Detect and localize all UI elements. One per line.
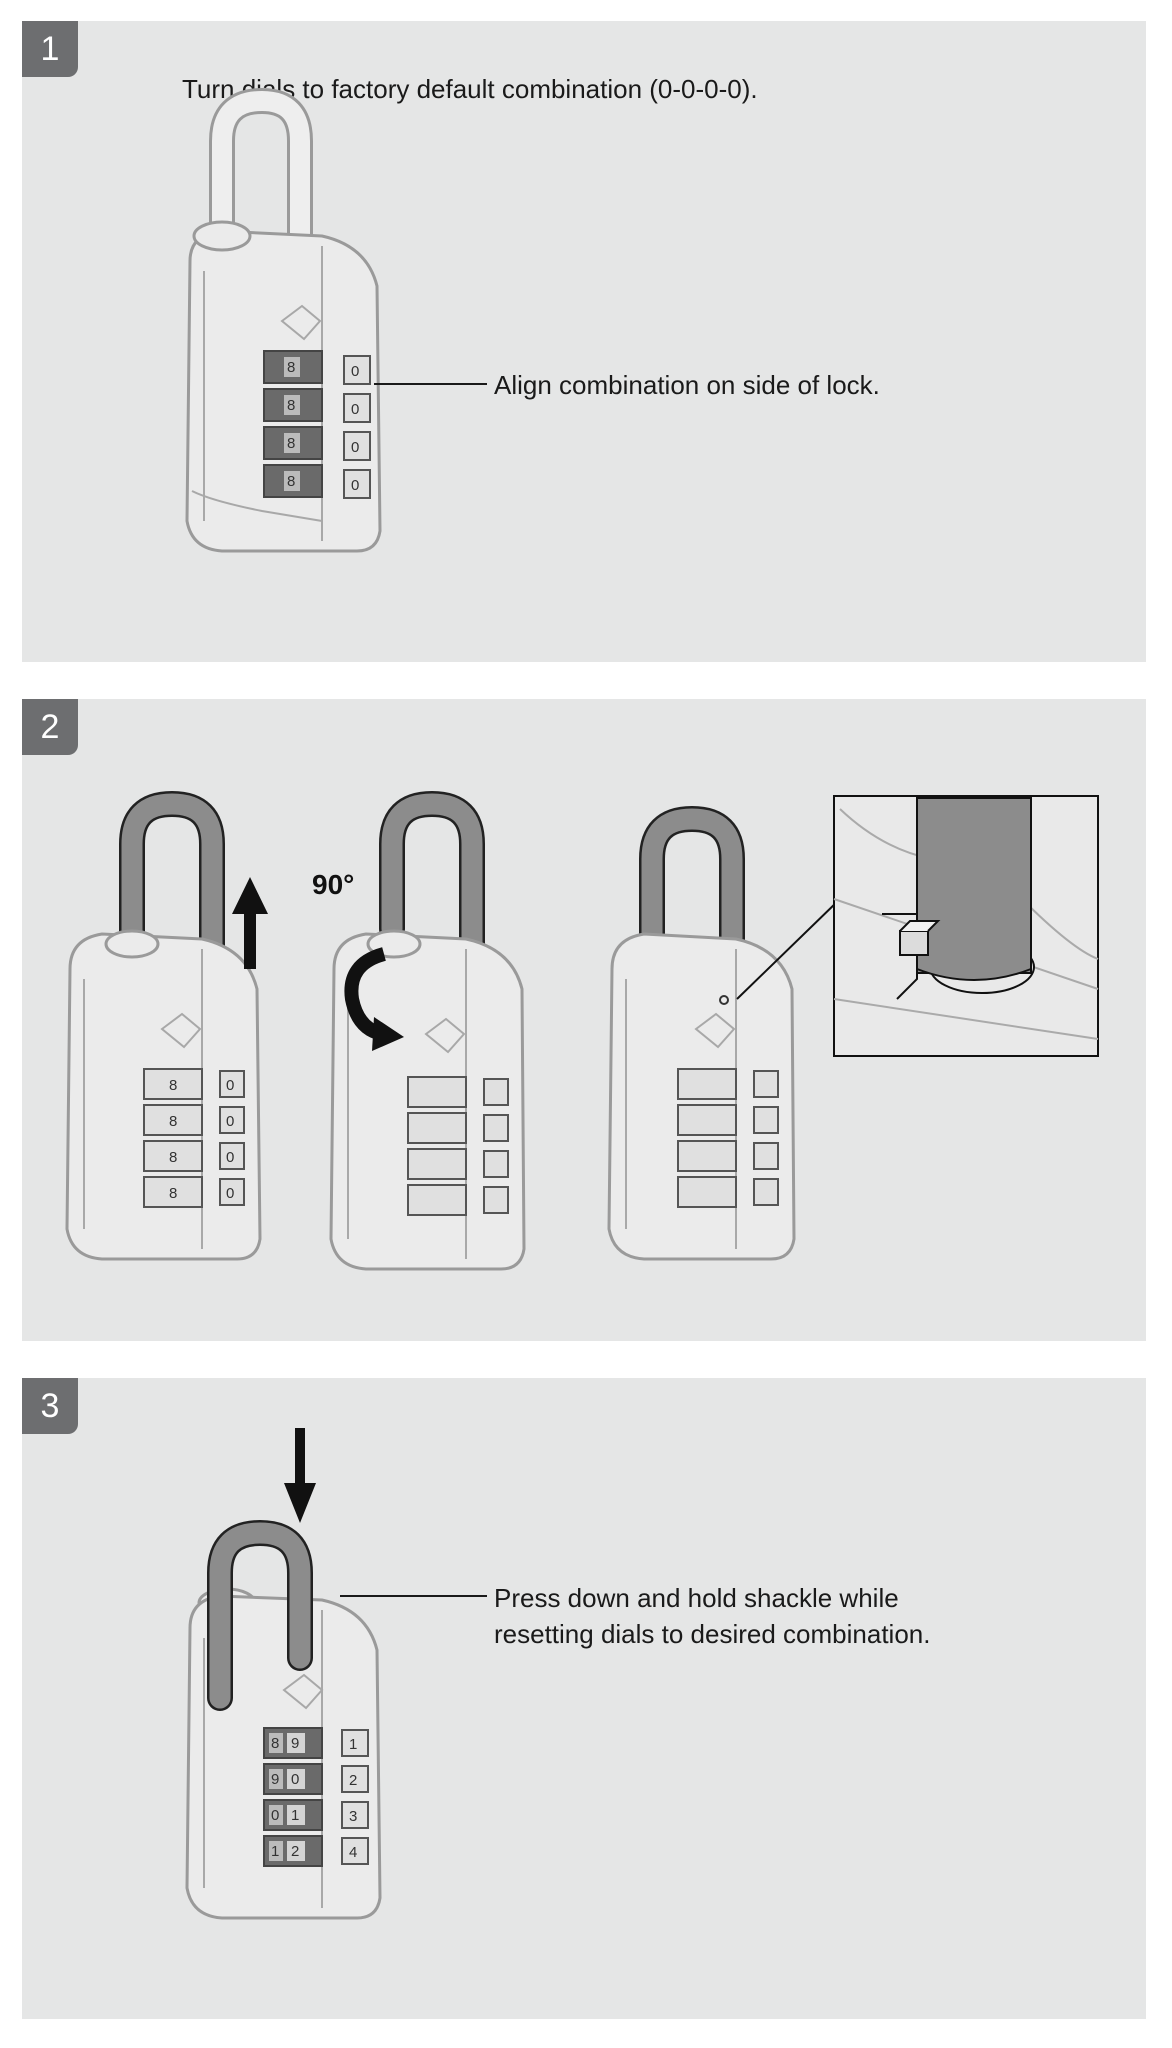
padlock-illustrations-step-2: 8 8 8 8 0 0 0 0 — [65, 790, 1099, 1271]
side-dial-number: 0 — [226, 1077, 234, 1094]
rotation-label: 90° — [312, 869, 355, 900]
side-dial-number: 3 — [349, 1808, 357, 1825]
front-dial-number: 9 — [291, 1735, 299, 1752]
padlock-lifted: 8 8 8 8 0 0 0 0 — [65, 790, 268, 1261]
step-3-panel: 3 Press down and hold shackle while rese… — [22, 1378, 1146, 2019]
detail-inset — [833, 795, 1099, 1057]
up-arrow-icon — [232, 877, 268, 969]
front-dial-number: 8 — [287, 435, 295, 452]
step-1-callout: Align combination on side of lock. — [494, 370, 880, 400]
padlock-illustration-step-3: 8 9 9 0 0 1 1 2 1 2 3 4 — [185, 1428, 487, 1920]
front-dials: 8 8 8 8 — [263, 350, 323, 498]
front-dial-number: 1 — [271, 1843, 279, 1860]
front-dial-number: 2 — [291, 1843, 299, 1860]
padlock-rotated — [329, 790, 526, 1271]
step-number-badge: 1 — [22, 21, 78, 77]
front-dials: 8 9 9 0 0 1 1 2 — [263, 1727, 323, 1867]
step-number-badge: 2 — [22, 699, 78, 755]
front-dial-number: 0 — [271, 1807, 279, 1824]
front-dial-number: 8 — [287, 359, 295, 376]
front-dial-number: 8 — [287, 473, 295, 490]
front-dial-number: 8 — [169, 1113, 177, 1130]
step-number-badge: 3 — [22, 1378, 78, 1434]
front-dial-number: 9 — [271, 1771, 279, 1788]
side-dial-number: 0 — [351, 401, 359, 418]
side-dial-number: 0 — [226, 1113, 234, 1130]
side-dials: 1 2 3 4 — [341, 1729, 369, 1865]
step-1-panel: 1 Turn dials to factory default combinat… — [22, 21, 1146, 662]
side-dial-number: 4 — [349, 1844, 357, 1861]
step-2-panel: 2 8 8 8 8 0 0 0 0 — [22, 699, 1146, 1341]
down-arrow-icon — [284, 1428, 316, 1523]
front-dial-number: 8 — [169, 1149, 177, 1166]
step-3-callout-line-2: resetting dials to desired combination. — [494, 1619, 931, 1649]
front-dial-number: 1 — [291, 1807, 299, 1824]
side-dial-number: 0 — [351, 439, 359, 456]
front-dial-number: 8 — [169, 1185, 177, 1202]
front-dial-number: 8 — [271, 1735, 279, 1752]
side-dial-number: 0 — [226, 1149, 234, 1166]
padlock-illustration-step-1: 8 8 8 8 0 0 0 0 — [185, 87, 487, 553]
rotate-arrow-icon — [344, 947, 387, 1041]
side-dial-number: 0 — [351, 477, 359, 494]
step-3-callout-line-1: Press down and hold shackle while — [494, 1583, 899, 1613]
front-dial-number: 8 — [169, 1077, 177, 1094]
padlock-aligned — [607, 805, 841, 1261]
side-dials: 0 0 0 0 — [343, 355, 371, 499]
side-dial-number: 2 — [349, 1772, 357, 1789]
side-dial-number: 1 — [349, 1736, 357, 1753]
front-dial-number: 0 — [291, 1771, 299, 1788]
side-dial-number: 0 — [226, 1185, 234, 1202]
front-dial-number: 8 — [287, 397, 295, 414]
side-dial-number: 0 — [351, 363, 359, 380]
